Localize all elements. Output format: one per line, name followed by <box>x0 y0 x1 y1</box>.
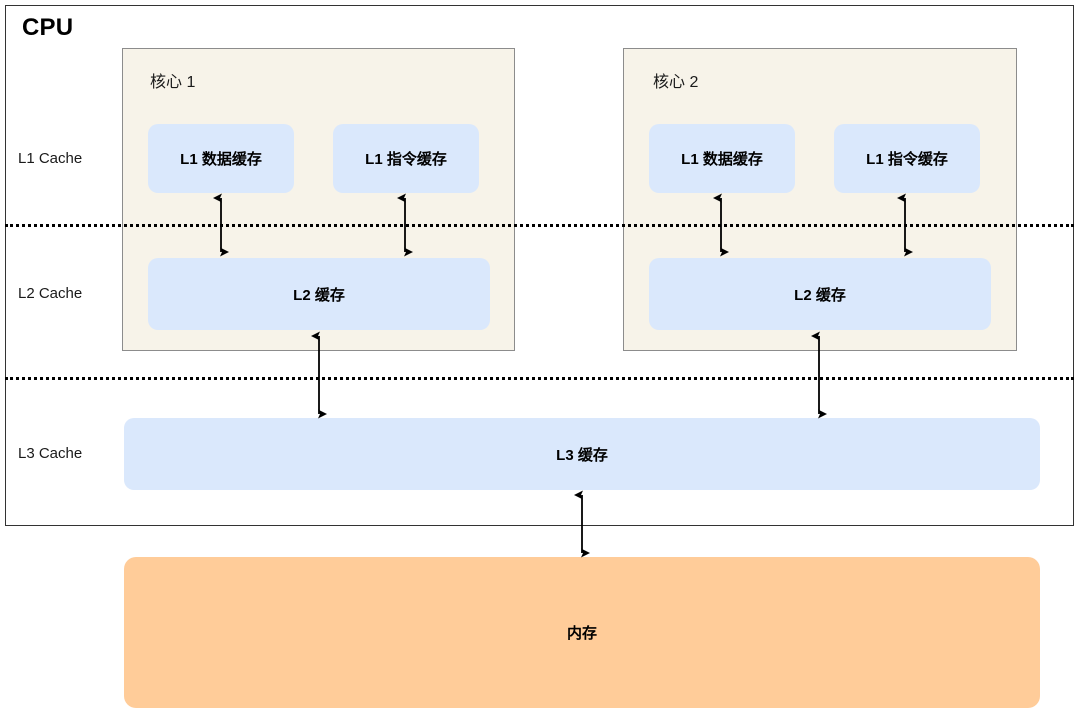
core-2-title: 核心 2 <box>653 74 699 91</box>
core-1-l1-instruction-cache[interactable]: L1 指令缓存 <box>333 124 479 193</box>
core-1-title: 核心 1 <box>150 74 196 91</box>
core-2-l1-instruction-cache[interactable]: L1 指令缓存 <box>834 124 980 193</box>
memory-block[interactable]: 内存 <box>124 557 1040 708</box>
l1-l2-divider <box>5 224 1074 227</box>
core-1-l2-cache[interactable]: L2 缓存 <box>148 258 490 330</box>
core-2-l2-cache[interactable]: L2 缓存 <box>649 258 991 330</box>
l3-cache-block[interactable]: L3 缓存 <box>124 418 1040 490</box>
l2-l3-divider <box>5 377 1074 380</box>
row-label-l3-cache: L3 Cache <box>18 445 83 462</box>
row-label-l1-cache: L1 Cache <box>18 150 83 167</box>
row-label-l2-cache: L2 Cache <box>18 285 83 302</box>
core-2-l1-data-cache[interactable]: L1 数据缓存 <box>649 124 795 193</box>
cpu-title: CPU <box>22 14 74 41</box>
core-1-l1-data-cache[interactable]: L1 数据缓存 <box>148 124 294 193</box>
